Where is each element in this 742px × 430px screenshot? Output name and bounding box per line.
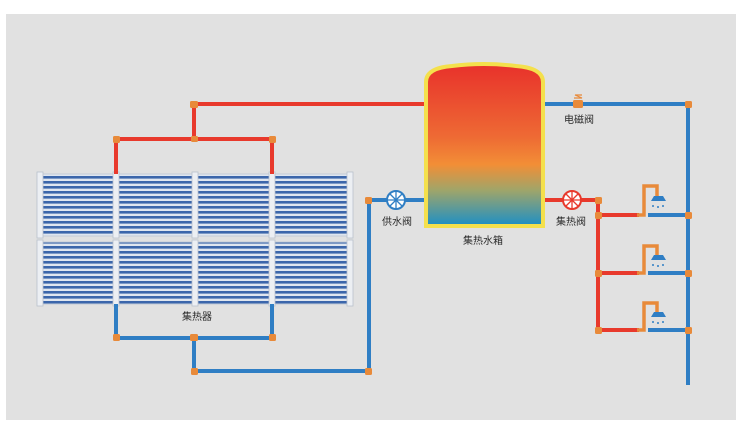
collector-label: 集热器	[182, 310, 212, 323]
shower-unit	[637, 184, 666, 217]
collector-array	[36, 171, 354, 307]
tank-label: 集热水箱	[463, 234, 503, 247]
heat-valve-icon[interactable]	[562, 190, 582, 210]
solenoid-valve-label: 电磁阀	[564, 113, 594, 126]
shower-icon[interactable]	[651, 196, 666, 208]
supply-valve-label: 供水阀	[382, 215, 412, 228]
shower-icon[interactable]	[651, 312, 666, 324]
shower-unit	[637, 244, 666, 275]
shower-icon[interactable]	[651, 255, 666, 267]
heat-valve-label: 集热阀	[556, 215, 586, 228]
solenoid-valve-icon[interactable]	[573, 94, 583, 108]
supply-valve-icon[interactable]	[386, 190, 406, 210]
shower-unit	[637, 301, 666, 332]
water-tank	[424, 62, 545, 228]
pipe-fittings	[113, 101, 692, 375]
